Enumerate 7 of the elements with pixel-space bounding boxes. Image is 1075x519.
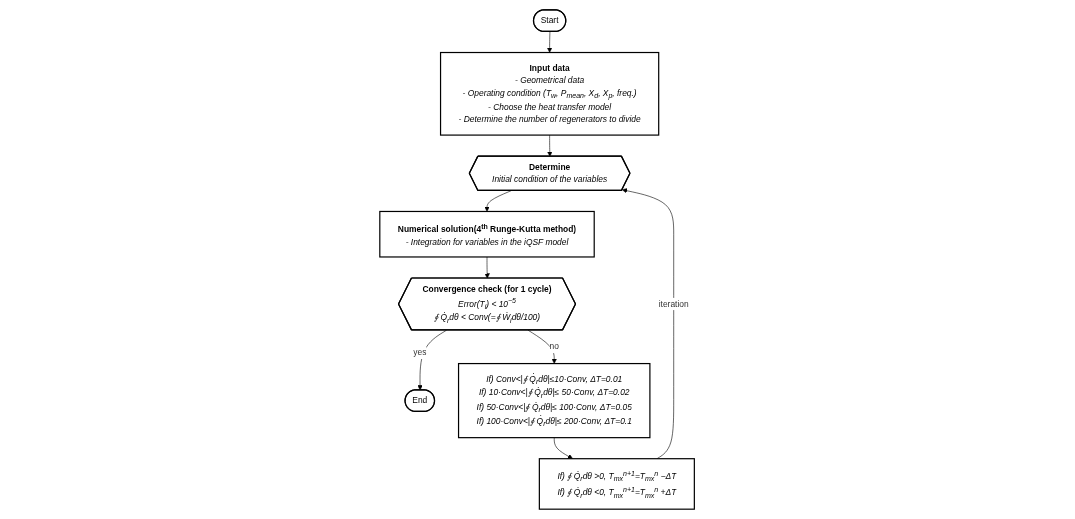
node-box: If) Conv<|∮ Q̇$_{r}$dθ|≤10·Conv, ΔT=0.01 If) 10·Conv<|∮ Q̇$_{r}$dθ|≤ 50·Conv, ΔT=0.02 If) 50·Conv<|∮ Q̇$_{r}$dθ|≤ 100·Conv, ΔT=0.05 If) 100·Conv<|∮ Q̇$_{r}$dθ|≤ 200·Conv, ΔT=0.1	[458, 362, 651, 439]
edge-label: no	[549, 341, 560, 352]
node-box: Numerical solution(4$^{th}$ Runge-Kutta method) - Integration for variables in the iQSF model	[379, 210, 596, 258]
node-box: If) ∮ Q̇$_{r}$dθ >0, T$_{mx}$$^{n+1}$=T$_{mx}$$^{n}$ −ΔT If) ∮ Q̇$_{r}$dθ <0, T$_{mx}$$^{n+1}$=T$_{mx}$$^{n}$ +ΔT	[539, 458, 696, 510]
edge-label: yes	[413, 347, 427, 358]
node-box: Input data - Geometrical data - Operating condition (T$_{w}$, P$_{mean}$, X$_{d}$, X$_{p}$, freq.) - Choose the heat transfer model - Determine the number of regenerators to divide	[440, 51, 660, 136]
edge-label: iteration	[659, 298, 690, 309]
